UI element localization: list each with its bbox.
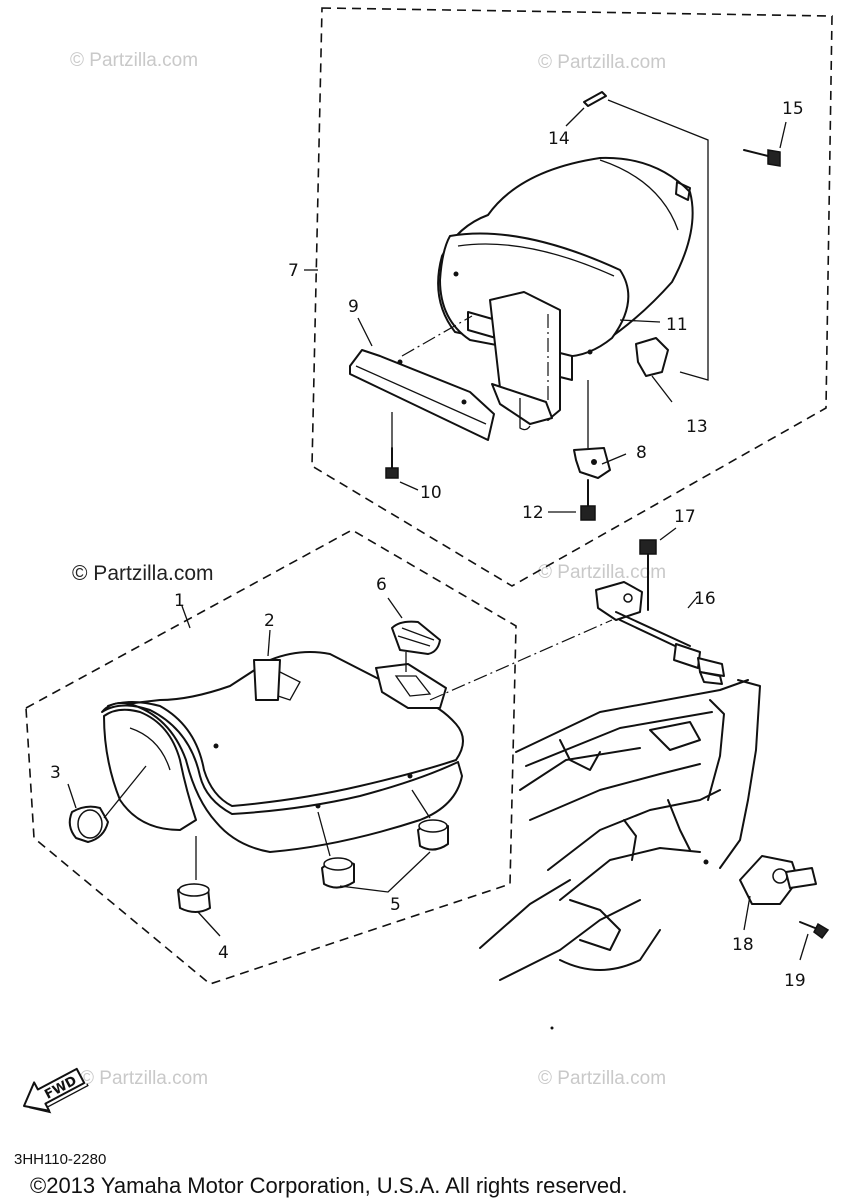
watermark-mid-left: © Partzilla.com — [72, 562, 214, 585]
watermark-bottom-left: © Partzilla.com — [80, 1068, 208, 1089]
callout-1: 1 — [174, 591, 185, 611]
part-9-rail — [349, 349, 495, 441]
watermark-mid-right: © Partzilla.com — [538, 562, 666, 583]
part-14-clip — [583, 91, 607, 107]
part-4-damper — [177, 883, 211, 913]
watermark-top-right: © Partzilla.com — [538, 52, 666, 73]
callout-16: 16 — [694, 589, 716, 609]
part-5-dampers — [321, 819, 449, 889]
callout-18: 18 — [732, 935, 754, 955]
frame-section — [479, 679, 761, 1030]
diagram-code: 3HH110-2280 — [14, 1151, 106, 1168]
callout-7: 7 — [288, 261, 299, 281]
callout-12: 12 — [522, 503, 544, 523]
part-15-screw — [743, 149, 781, 167]
part-11-hook — [489, 291, 561, 431]
callout-6: 6 — [376, 575, 387, 595]
callout-19: 19 — [784, 971, 806, 991]
callout-14: 14 — [548, 129, 570, 149]
part-18-seat-lock — [739, 855, 817, 905]
part-19-screw — [799, 921, 830, 940]
part-3-knob — [68, 805, 109, 843]
callout-11: 11 — [666, 315, 688, 335]
callout-10: 10 — [420, 483, 442, 503]
callout-2: 2 — [264, 611, 275, 631]
callout-8: 8 — [636, 443, 647, 463]
part-17-bolt — [639, 539, 657, 611]
seat-latch-bracket — [375, 663, 447, 709]
callout-4: 4 — [218, 943, 229, 963]
callout-5: 5 — [390, 895, 401, 915]
copyright-notice: ©2013 Yamaha Motor Corporation, U.S.A. A… — [30, 1173, 627, 1198]
callout-17: 17 — [674, 507, 696, 527]
callout-9: 9 — [348, 297, 359, 317]
watermark-bottom-right: © Partzilla.com — [538, 1068, 666, 1089]
callout-13: 13 — [686, 417, 708, 437]
callout-3: 3 — [50, 763, 61, 783]
callout-15: 15 — [782, 99, 804, 119]
passenger-seat-assembly-boundary — [311, 7, 833, 587]
part-2-tab — [253, 659, 301, 701]
part-10-bolt — [385, 447, 399, 479]
part-16-seat-lock-cable — [595, 581, 725, 685]
rider-seat — [101, 651, 464, 853]
part-13-bracket — [635, 337, 669, 377]
watermark-top-left: © Partzilla.com — [70, 50, 198, 71]
part-12-bolt — [580, 479, 596, 521]
part-6-grommet — [391, 620, 441, 655]
